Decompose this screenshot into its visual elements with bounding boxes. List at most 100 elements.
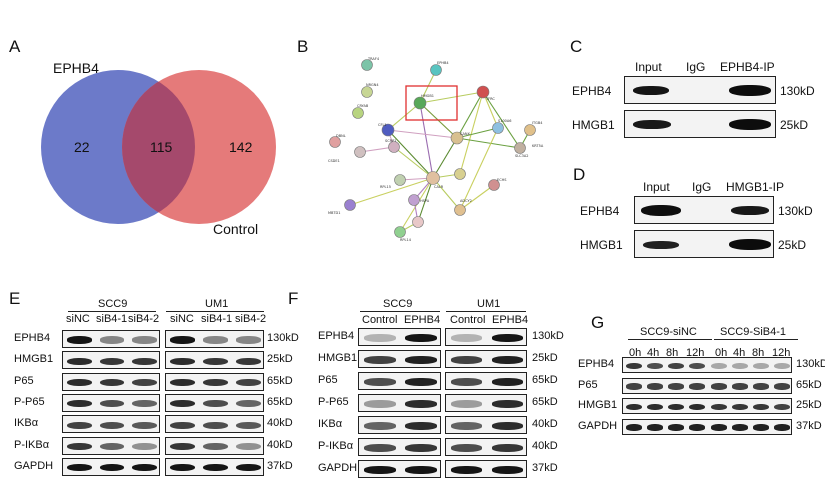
blot-band [491, 466, 524, 474]
f-row-size: 40kD [532, 440, 558, 452]
svg-text:ADCY2: ADCY2 [460, 199, 472, 203]
c-row-size: 25kD [780, 118, 809, 132]
blot-band [646, 403, 663, 411]
svg-text:HMGB1: HMGB1 [421, 94, 434, 98]
f-blot-strip [358, 328, 441, 346]
blot-band [235, 378, 262, 387]
f-blot-strip [358, 416, 441, 434]
d-row-name: EPHB4 [580, 204, 620, 218]
venn-right-name: Control [213, 221, 259, 237]
e-lane: siB4-2 [235, 313, 267, 325]
c-row-size: 130kD [780, 84, 815, 98]
svg-text:MBTD1: MBTD1 [328, 211, 340, 215]
blot-band [202, 442, 229, 451]
blot-band [405, 400, 437, 408]
blot-band [491, 334, 524, 342]
blot-band [169, 464, 196, 472]
f-blot-strip [445, 328, 527, 346]
svg-text:CSDE1: CSDE1 [328, 159, 340, 163]
blot-band [363, 444, 396, 452]
blot-band [641, 205, 681, 216]
blot-band [132, 421, 158, 429]
e-lane: siB4-2 [128, 313, 160, 325]
blot-band [235, 400, 262, 408]
blot-band [99, 464, 125, 472]
blot-band [450, 422, 483, 430]
g-row-name: P65 [578, 378, 598, 391]
blot-band [132, 357, 158, 365]
blot-band [668, 424, 685, 431]
g-row-size: 65kD [796, 378, 822, 391]
blot-band [753, 383, 770, 390]
blot-band [66, 336, 92, 344]
e-row-size: 40kD [267, 438, 293, 451]
g-group-sinc: SCC9-siNC [640, 326, 697, 338]
f-row-name: P65 [318, 374, 338, 386]
e-blot-strip [165, 351, 264, 370]
network-nodes [329, 59, 536, 238]
panel-g-label: G [591, 313, 605, 332]
blot-band [729, 119, 771, 130]
svg-text:RPL15: RPL15 [380, 185, 391, 189]
blot-band [753, 403, 770, 411]
blot-band [99, 336, 125, 344]
e-blot-strip [165, 415, 264, 434]
blot-band [235, 421, 262, 429]
blot-band [491, 422, 524, 430]
g-row-name: EPHB4 [578, 358, 615, 370]
svg-text:DBNL: DBNL [336, 134, 346, 138]
svg-text:TRAF4: TRAF4 [367, 57, 380, 61]
f-blot-strip [445, 438, 527, 456]
blot-band [99, 378, 125, 387]
network-edges [349, 69, 531, 233]
c-row-name: HMGB1 [572, 118, 615, 132]
blot-band [169, 400, 196, 408]
f-blot-strip [358, 460, 441, 478]
e-row-name: EPHB4 [14, 332, 51, 344]
f-blot-strip [445, 394, 527, 412]
g-blot-strip [622, 418, 792, 435]
blot-band [646, 383, 663, 390]
blot-band [363, 334, 396, 342]
e-blot-strip [62, 372, 160, 391]
g-group-underline [628, 339, 712, 340]
blot-band [774, 403, 791, 411]
svg-text:SLC3A2: SLC3A2 [515, 154, 528, 158]
f-row-name: P-IKBα [318, 440, 354, 452]
svg-text:EPHB4: EPHB4 [437, 61, 449, 65]
blot-band [668, 383, 685, 390]
blot-band [710, 383, 727, 390]
blot-band [774, 362, 791, 370]
blot-band [450, 400, 483, 408]
blot-band [668, 403, 685, 411]
d-row-size: 130kD [778, 204, 813, 218]
e-blot-strip [62, 415, 160, 434]
blot-band [169, 357, 196, 365]
g-row-size: 37kD [796, 419, 822, 432]
e-row-name: IKBα [14, 417, 39, 430]
e-group-scc9: SCC9 [98, 298, 128, 310]
blot-band [491, 378, 524, 386]
d-lane-input: Input [643, 180, 670, 194]
blot-band [450, 466, 483, 474]
blot-band [99, 442, 125, 451]
blot-band [132, 400, 158, 408]
blot-band [202, 336, 229, 344]
blot-band [689, 383, 706, 390]
venn-diagram [41, 70, 276, 224]
g-lane: 8h [752, 347, 765, 359]
f-blot-strip [358, 350, 441, 368]
blot-band [753, 362, 770, 370]
g-blot-strip [622, 357, 792, 373]
blot-band [202, 464, 229, 472]
g-row-size: 25kD [796, 399, 822, 411]
f-lane: EPHB4 [404, 314, 441, 326]
blot-band [491, 400, 524, 408]
e-blot-strip [62, 436, 160, 455]
venn-left-count: 22 [74, 139, 90, 155]
blot-band [202, 378, 229, 387]
svg-text:CANX: CANX [460, 132, 470, 136]
e-blot-strip [62, 351, 160, 370]
blot-band [405, 356, 437, 364]
e-blot-strip [165, 393, 264, 412]
